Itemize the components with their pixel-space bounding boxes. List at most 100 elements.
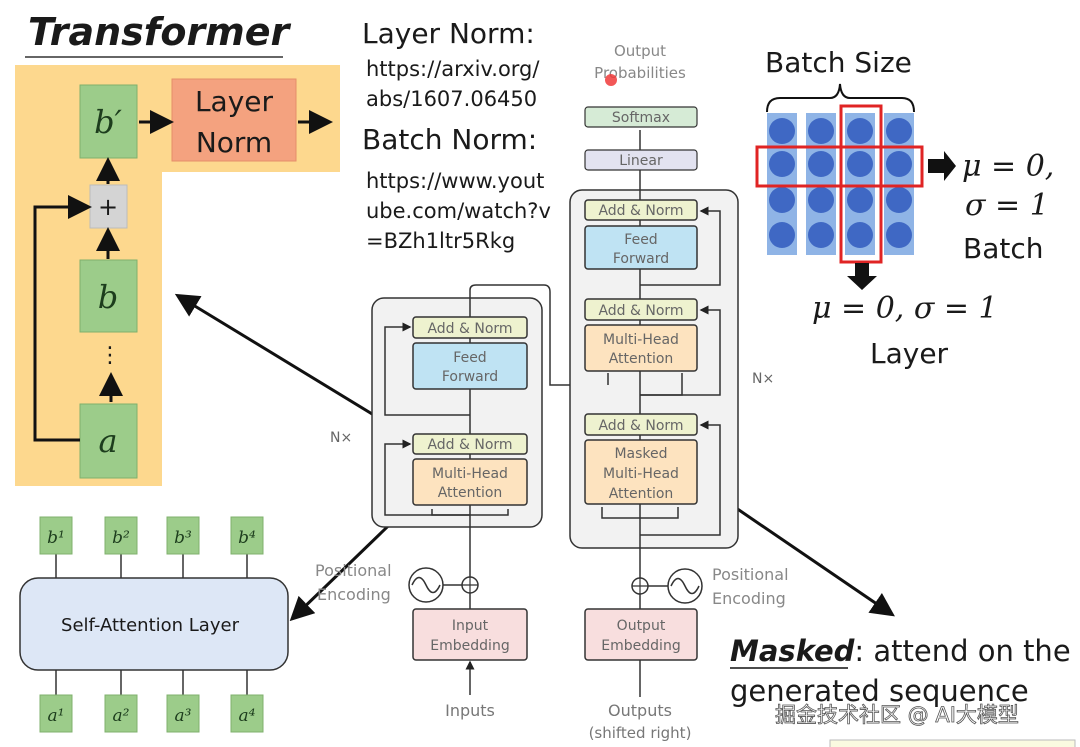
layer-norm-url: https://arxiv.org/ bbox=[366, 57, 540, 81]
encoder-nx-label: N× bbox=[330, 430, 352, 446]
output-embedding-label-1: Output bbox=[617, 618, 666, 634]
layer-norm-url-cont: abs/1607.06450 bbox=[366, 87, 537, 111]
output-vector-label: b¹ bbox=[47, 528, 65, 548]
slide-title: Transformer bbox=[28, 10, 292, 54]
encoder-mha-label-1: Multi-Head bbox=[432, 466, 508, 482]
linear-layer bbox=[584, 149, 698, 171]
input-vector-box bbox=[166, 694, 200, 733]
b-prime-label: b′ bbox=[94, 103, 122, 141]
feature-dot bbox=[769, 151, 795, 177]
decoder-ff-label-2: Forward bbox=[613, 251, 669, 267]
references: Layer Norm: https://arxiv.org/ abs/1607.… bbox=[362, 17, 551, 253]
feature-dot bbox=[847, 151, 873, 177]
feature-dot bbox=[847, 187, 873, 213]
encoder-ff-label-1: Feed bbox=[453, 350, 486, 366]
output-probabilities-label-1: Output bbox=[614, 42, 666, 60]
feature-dot bbox=[769, 118, 795, 144]
input-vector-label: a¹ bbox=[48, 706, 65, 726]
decoder-feed-forward bbox=[584, 225, 698, 270]
self-attention-layer bbox=[19, 577, 289, 671]
output-probabilities-label-2: Probabilities bbox=[594, 64, 686, 82]
encoder-multi-head-attention bbox=[412, 458, 528, 506]
decoder-add-norm-2-label: Add & Norm bbox=[598, 303, 683, 319]
add-box bbox=[89, 184, 128, 229]
decoder-add-norm-3 bbox=[584, 199, 698, 221]
layer-arrow-down bbox=[847, 263, 877, 290]
feature-dot bbox=[808, 222, 834, 248]
output-vector-label: b² bbox=[112, 528, 130, 548]
layer-highlight-column bbox=[839, 104, 883, 264]
layer-label: Layer bbox=[870, 337, 949, 370]
feature-dot bbox=[769, 187, 795, 213]
bottom-yellow-box bbox=[829, 739, 1076, 747]
input-vector-box bbox=[104, 694, 138, 733]
input-vector-label: a² bbox=[113, 706, 130, 726]
batch-label: Batch bbox=[963, 232, 1044, 265]
layer-norm-box bbox=[171, 78, 297, 162]
feature-dot bbox=[847, 118, 873, 144]
feature-dot bbox=[847, 222, 873, 248]
ellipsis: ⋮ bbox=[99, 343, 121, 368]
shifted-right-label: (shifted right) bbox=[589, 724, 692, 742]
encoder-add-norm-2-label: Add & Norm bbox=[427, 321, 512, 337]
encoder-positional-label-2: Encoding bbox=[317, 585, 391, 604]
layer-stats: μ = 0, σ = 1 bbox=[812, 291, 998, 326]
encoder-add-norm-1-label: Add & Norm bbox=[427, 437, 512, 453]
masked-note-line-1: Masked: attend on the bbox=[730, 634, 1071, 668]
output-vector-box bbox=[230, 516, 264, 555]
feature-dot bbox=[769, 222, 795, 248]
linear-label: Linear bbox=[619, 153, 663, 169]
input-vector-box bbox=[39, 694, 73, 733]
decoder-masked-multi-head-attention bbox=[584, 439, 698, 505]
a-label: a bbox=[98, 422, 117, 460]
input-embedding-label-2: Embedding bbox=[430, 638, 509, 654]
outputs-label: Outputs bbox=[608, 701, 672, 720]
batch-norm-url: https://www.yout bbox=[366, 169, 544, 193]
feature-dot bbox=[886, 118, 912, 144]
layer-norm-heading: Layer Norm: bbox=[362, 17, 535, 50]
add-symbol: + bbox=[98, 193, 118, 221]
residual-layer-norm-diagram: b′ Layer Norm + b ⋮ a bbox=[15, 65, 340, 486]
feature-dot bbox=[808, 151, 834, 177]
masked-note-rest: : attend on the bbox=[854, 634, 1070, 668]
decoder-add-norm-1-label: Add & Norm bbox=[598, 418, 683, 434]
encoder-ff-label-2: Forward bbox=[442, 369, 498, 385]
softmax-label: Softmax bbox=[612, 110, 670, 126]
output-vector-label: b⁴ bbox=[238, 528, 256, 548]
batch-sigma: σ = 1 bbox=[965, 188, 1049, 223]
decoder-mha-label-1: Multi-Head bbox=[603, 332, 679, 348]
input-vector-box bbox=[230, 694, 264, 733]
decoder-positional-label-2: Encoding bbox=[712, 589, 786, 608]
batch-layer-norm-diagram: Batch Size μ = 0, σ = 1 Batch μ = 0, σ =… bbox=[755, 46, 1054, 370]
a-box bbox=[79, 403, 138, 479]
input-embedding-label-1: Input bbox=[452, 618, 489, 634]
input-embedding bbox=[412, 608, 528, 661]
output-vector-label: b³ bbox=[174, 528, 192, 548]
input-vector-label: a³ bbox=[175, 706, 192, 726]
masked-mha-label-3: Attention bbox=[609, 486, 674, 502]
feature-dot bbox=[886, 222, 912, 248]
encoder-feed-forward bbox=[412, 342, 528, 390]
encoder-mha-label-2: Attention bbox=[438, 485, 503, 501]
batch-mu: μ = 0, bbox=[962, 149, 1054, 184]
inputs-label: Inputs bbox=[445, 701, 495, 720]
layer-norm-label-2: Norm bbox=[196, 126, 272, 159]
b-label: b bbox=[98, 278, 118, 316]
batch-norm-url-cont: ube.com/watch?v bbox=[366, 199, 551, 223]
feature-dot bbox=[886, 187, 912, 213]
batch-arrow-right bbox=[928, 151, 956, 181]
encoder-positional-label-1: Positional bbox=[315, 561, 392, 580]
watermark: 掘金技术社区 @ AI大模型 bbox=[775, 703, 1019, 727]
batch-norm-heading: Batch Norm: bbox=[362, 123, 537, 156]
cursor-pointer-dot bbox=[605, 74, 617, 86]
decoder-multi-head-attention bbox=[584, 324, 698, 372]
output-vector-box bbox=[104, 516, 138, 555]
output-vector-box bbox=[39, 516, 73, 555]
feature-dot bbox=[886, 151, 912, 177]
b-box bbox=[79, 259, 138, 333]
transformer-architecture: Add & Norm Feed Forward Add & Norm Multi… bbox=[315, 42, 789, 742]
batch-norm-url-cont2: =BZh1ltr5Rkg bbox=[366, 229, 515, 253]
batch-size-label: Batch Size bbox=[765, 46, 912, 79]
decoder-add-norm-3-label: Add & Norm bbox=[598, 203, 683, 219]
